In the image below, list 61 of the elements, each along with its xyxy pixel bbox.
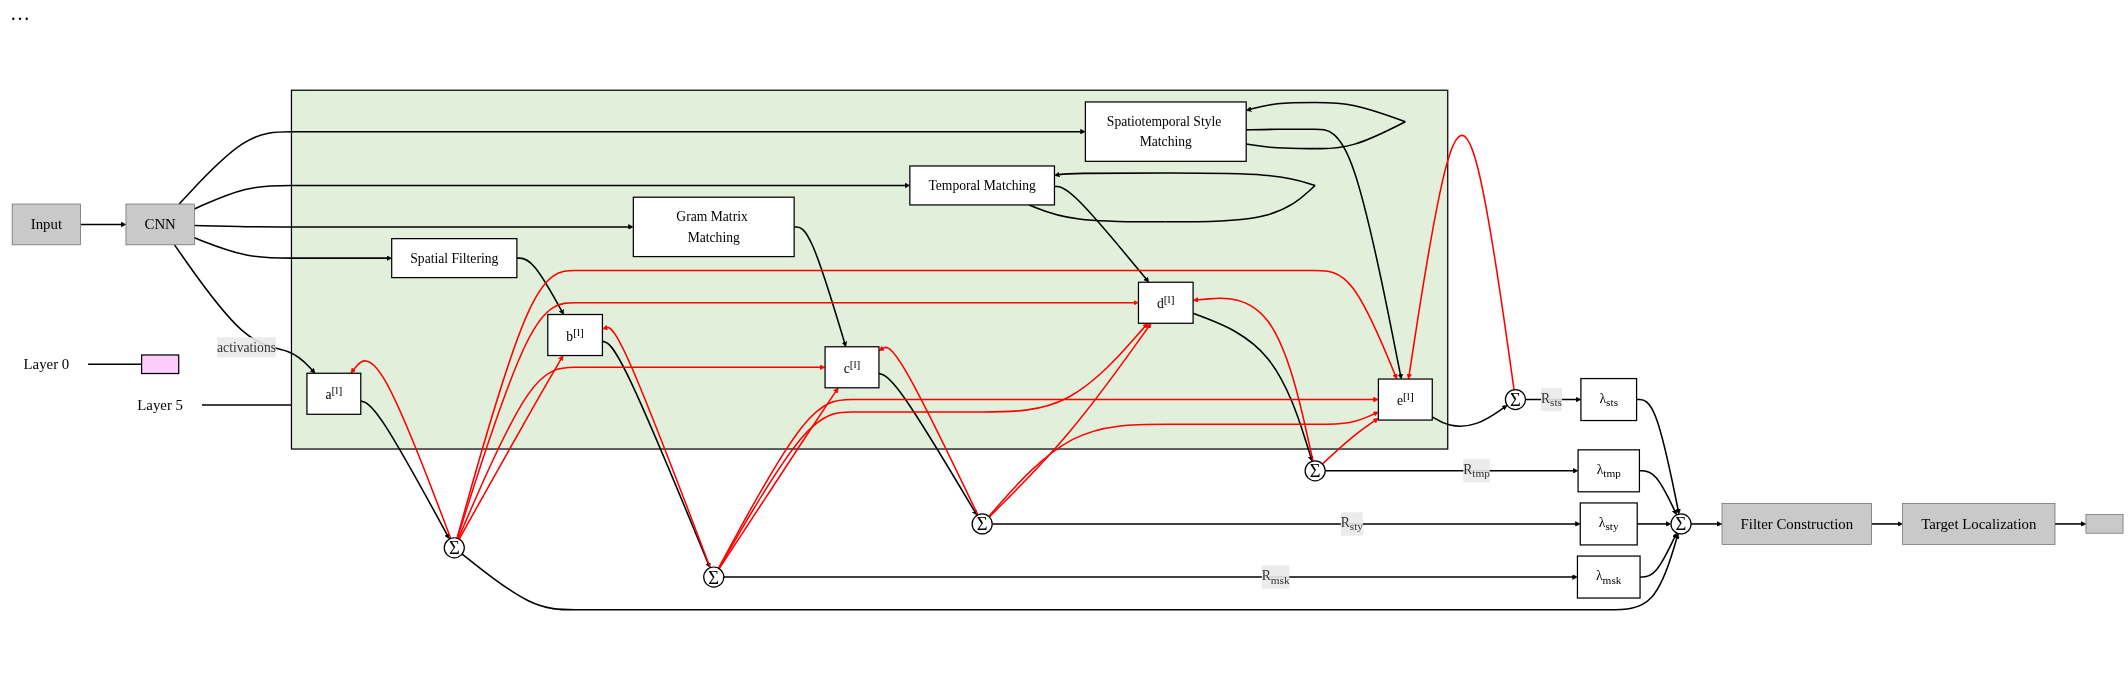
node-circle: Σ: [1670, 513, 1692, 535]
arrow: [456, 300, 1139, 539]
arrow: [516, 257, 564, 315]
arrow: [458, 355, 564, 540]
arrow: [1870, 521, 1903, 527]
arrow: [178, 128, 1086, 205]
node-box: Gram Matrix Matching: [632, 196, 795, 258]
arrow: [718, 323, 1148, 570]
node-box: [141, 354, 180, 375]
node-circle: Σ: [971, 513, 993, 535]
edge-label: R$_{msk}$: [1261, 567, 1290, 586]
arrow: [350, 360, 452, 540]
edge-label: activations: [217, 339, 276, 356]
node-circle: Σ: [703, 566, 725, 588]
node-box: c$^{[l]}$: [824, 346, 880, 389]
edge-label: R$_{sts}$: [1540, 390, 1562, 409]
arrow: [988, 411, 1379, 518]
node-box: Filter Construction: [1721, 503, 1872, 545]
node-text: Layer 5: [137, 397, 184, 414]
arrow: [718, 387, 839, 570]
arrow: [878, 372, 978, 516]
arrow: [360, 400, 450, 540]
node-circle: Σ: [1304, 460, 1326, 482]
arrow: [173, 244, 316, 374]
node-box: Target Localization: [1902, 503, 2056, 545]
arrow: [988, 323, 1152, 518]
edge-label: R$_{tmp}$: [1463, 461, 1490, 480]
node-box: Input: [11, 203, 81, 246]
arrow: [1406, 134, 1515, 391]
node-circle: Σ: [1504, 388, 1527, 411]
arrow: [456, 269, 1398, 539]
ellipsis-label: …: [10, 2, 30, 24]
node-box: [2085, 514, 2124, 534]
node-box: a$^{[l]}$: [306, 372, 362, 415]
node-box: e$^{[l]}$: [1377, 378, 1433, 421]
edge-label: R$_{sty}$: [1340, 514, 1363, 533]
node-box: Temporal Matching: [909, 165, 1056, 206]
node-box: λ$_{sty}$: [1579, 502, 1638, 546]
arrow: [2054, 521, 2087, 527]
arrow: [461, 533, 1680, 611]
arrow: [878, 345, 979, 516]
node-box: λ$_{msk}$: [1576, 555, 1641, 599]
node-box: CNN: [125, 203, 195, 246]
node-box: b$^{[l]}$: [547, 313, 604, 357]
arrow: [457, 364, 826, 540]
node-box: d$^{[l]}$: [1137, 281, 1194, 324]
arrow: [1028, 171, 1316, 223]
node-circle: Σ: [443, 537, 465, 559]
arrow: [1321, 417, 1379, 465]
node-box: Spatiotemporal Style Matching: [1084, 101, 1247, 162]
connector: [200, 404, 293, 406]
cluster: [290, 89, 1449, 450]
arrow: [79, 221, 127, 228]
arrow: [193, 237, 392, 261]
arrow: [723, 574, 1578, 580]
arrow: [717, 396, 1379, 569]
arrow: [193, 224, 634, 230]
node-box: Spatial Filtering: [391, 238, 518, 279]
node-box: λ$_{sts}$: [1580, 377, 1638, 422]
node-box: λ$_{tmp}$: [1577, 449, 1641, 493]
node-text: Layer 0: [23, 356, 70, 373]
